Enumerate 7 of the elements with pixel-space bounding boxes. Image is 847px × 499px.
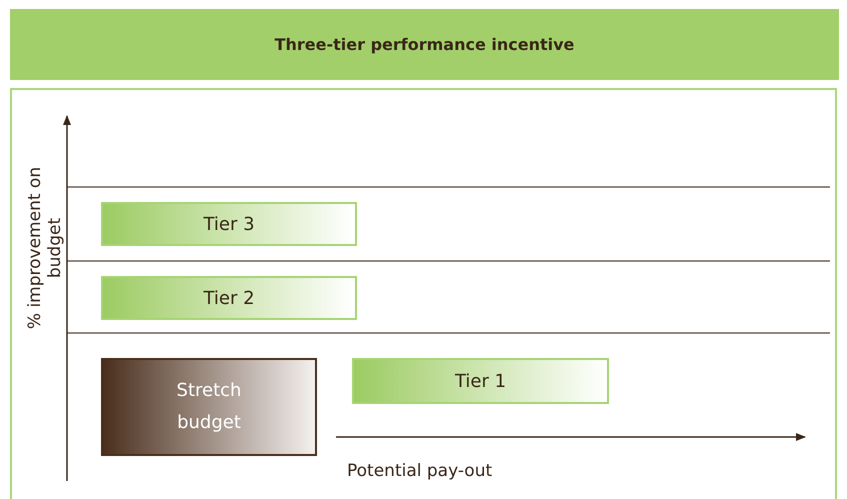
stretch-budget-box: Stretch budget: [101, 358, 317, 456]
tier-bar: Tier 1: [352, 358, 609, 404]
axis-label: % improvement on budget: [25, 166, 65, 332]
title-banner: Three-tier performance incentive: [10, 9, 839, 80]
tier-bar: Tier 2: [101, 276, 357, 320]
axis-label: Potential pay-out: [347, 461, 492, 481]
tier-bar: Tier 3: [101, 202, 357, 246]
